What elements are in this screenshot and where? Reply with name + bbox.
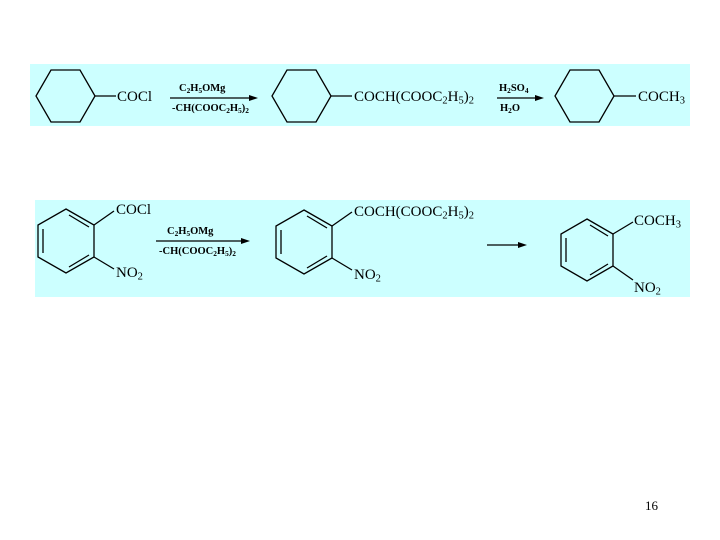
intermediate-group-nitro: NO2 bbox=[354, 267, 381, 285]
start-group-cocl-2: COCl bbox=[116, 202, 152, 218]
reagent-ethoxymagnesium: C2H5OMg bbox=[179, 83, 226, 95]
product-group-acetyl: COCH3 bbox=[638, 89, 685, 107]
start-group-nitro: NO2 bbox=[116, 265, 143, 283]
reagent-sulfuric-acid: H2SO4 bbox=[499, 83, 529, 95]
cyclohexane-ring-intermediate bbox=[271, 69, 332, 123]
start-group-cocl: COCl bbox=[117, 89, 153, 105]
reagent-malonate-anion-2: -CH(COOC2H5)2 bbox=[159, 246, 236, 258]
reagent-malonate-anion: -CH(COOC2H5)2 bbox=[172, 103, 249, 115]
cyclohexane-ring-product bbox=[554, 69, 615, 123]
product-group-acetyl-2: COCH3 bbox=[634, 213, 681, 231]
page-number: 16 bbox=[645, 498, 658, 513]
reaction-scheme-1-panel bbox=[30, 64, 690, 126]
reagent-water: H2O bbox=[500, 103, 521, 115]
cyclohexane-ring-start bbox=[35, 69, 96, 123]
intermediate-group-acylmalonate: COCH(COOC2H5)2 bbox=[354, 89, 474, 107]
reagent-ethoxymagnesium-2: C2H5OMg bbox=[167, 226, 214, 238]
reaction-scheme-2-panel bbox=[35, 200, 690, 297]
benzene-ring-intermediate bbox=[275, 209, 333, 275]
benzene-ring-product bbox=[560, 218, 614, 282]
product-group-nitro: NO2 bbox=[634, 280, 661, 298]
benzene-ring-start bbox=[37, 208, 95, 274]
intermediate-group-acylmalonate-2: COCH(COOC2H5)2 bbox=[354, 204, 474, 222]
